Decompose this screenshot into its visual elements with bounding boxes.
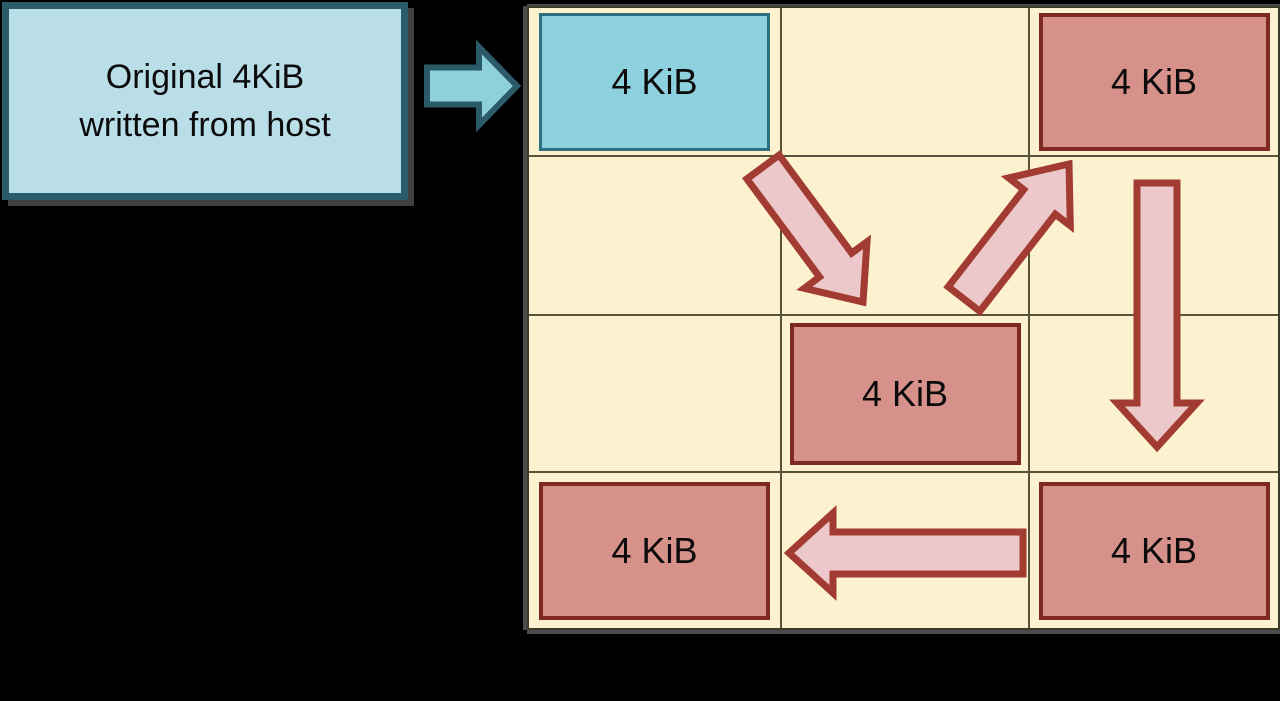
grid-cell-r4-c3: 4 KiB — [1030, 473, 1278, 628]
original-page: 4 KiB — [539, 12, 770, 151]
host-write-label: Original 4KiB written from host — [79, 53, 330, 149]
rewritten-page-bottom-left: 4 KiB — [539, 481, 770, 620]
grid-cell-r3-c1 — [529, 316, 782, 473]
rewritten-page-top-right: 4 KiB — [1038, 12, 1270, 151]
host-write-label-line1: Original 4KiB — [105, 58, 305, 96]
grid-cell-r3-c2: 4 KiB — [782, 316, 1030, 473]
grid-cell-r1-c3: 4 KiB — [1030, 8, 1278, 157]
rewritten-page-middle: 4 KiB — [789, 322, 1021, 465]
grid-cell-r3-c3 — [1030, 316, 1278, 473]
rewritten-page-bottom-right: 4 KiB — [1038, 481, 1270, 620]
grid-cell-r4-c2 — [782, 473, 1030, 628]
host-write-label-line2: written from host — [79, 106, 331, 144]
host-write-box: Original 4KiB written from host — [2, 2, 408, 200]
grid-cell-r1-c2 — [782, 8, 1030, 157]
host-write-arrow — [424, 39, 522, 133]
grid-cell-r2-c2 — [782, 157, 1030, 316]
grid-cell-r2-c3 — [1030, 157, 1278, 316]
grid-cell-r4-c1: 4 KiB — [529, 473, 782, 628]
grid-cell-r1-c1: 4 KiB — [529, 8, 782, 157]
grid-cell-r2-c1 — [529, 157, 782, 316]
